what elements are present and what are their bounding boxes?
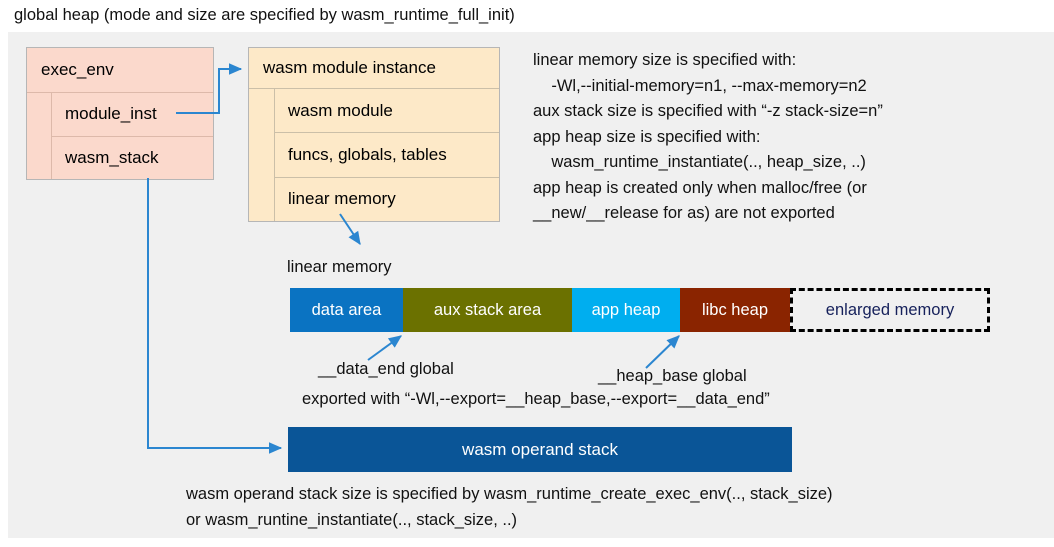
- memory-configuration-notes: linear memory size is specified with: -W…: [533, 51, 883, 222]
- linear-memory-caption: linear memory: [287, 258, 392, 276]
- heap-base-global-label: __heap_base global: [598, 367, 747, 385]
- wasm-operand-stack-box: wasm operand stack: [288, 427, 792, 472]
- exec-env-header: exec_env: [27, 48, 213, 93]
- exec-env-rows: module_inst wasm_stack: [52, 93, 213, 179]
- memory-segment-enlarged-memory: enlarged memory: [790, 288, 990, 332]
- data-end-global-label: __data_end global: [318, 360, 454, 378]
- module-instance-rows: wasm module funcs, globals, tables linea…: [275, 89, 499, 221]
- exec-env-field-wasm-stack: wasm_stack: [52, 135, 213, 180]
- module-instance-field-funcs-globals-tables: funcs, globals, tables: [275, 132, 499, 176]
- exported-with-label: exported with “-Wl,--export=__heap_base,…: [302, 390, 770, 408]
- wasm-module-instance-box: wasm module instance wasm module funcs, …: [248, 47, 500, 222]
- memory-segment-app-heap: app heap: [572, 288, 680, 332]
- exec-env-gutter: [27, 93, 52, 179]
- module-instance-header: wasm module instance: [249, 48, 499, 89]
- module-instance-field-linear-memory: linear memory: [275, 176, 499, 221]
- page-title: global heap (mode and size are specified…: [14, 6, 515, 24]
- exec-env-field-module-inst: module_inst: [65, 104, 157, 124]
- module-instance-body: wasm module funcs, globals, tables linea…: [249, 89, 499, 221]
- module-instance-field-wasm-module: wasm module: [288, 100, 393, 120]
- operand-stack-notes: wasm operand stack size is specified by …: [186, 485, 833, 529]
- memory-segment-libc-heap: libc heap: [680, 288, 790, 332]
- linear-memory-bar: data area aux stack area app heap libc h…: [290, 288, 990, 332]
- memory-segment-aux-stack-area: aux stack area: [403, 288, 572, 332]
- exec-env-box: exec_env module_inst wasm_stack: [26, 47, 214, 180]
- module-instance-gutter: [249, 89, 275, 221]
- memory-segment-data-area: data area: [290, 288, 403, 332]
- exec-env-body: module_inst wasm_stack: [27, 93, 213, 179]
